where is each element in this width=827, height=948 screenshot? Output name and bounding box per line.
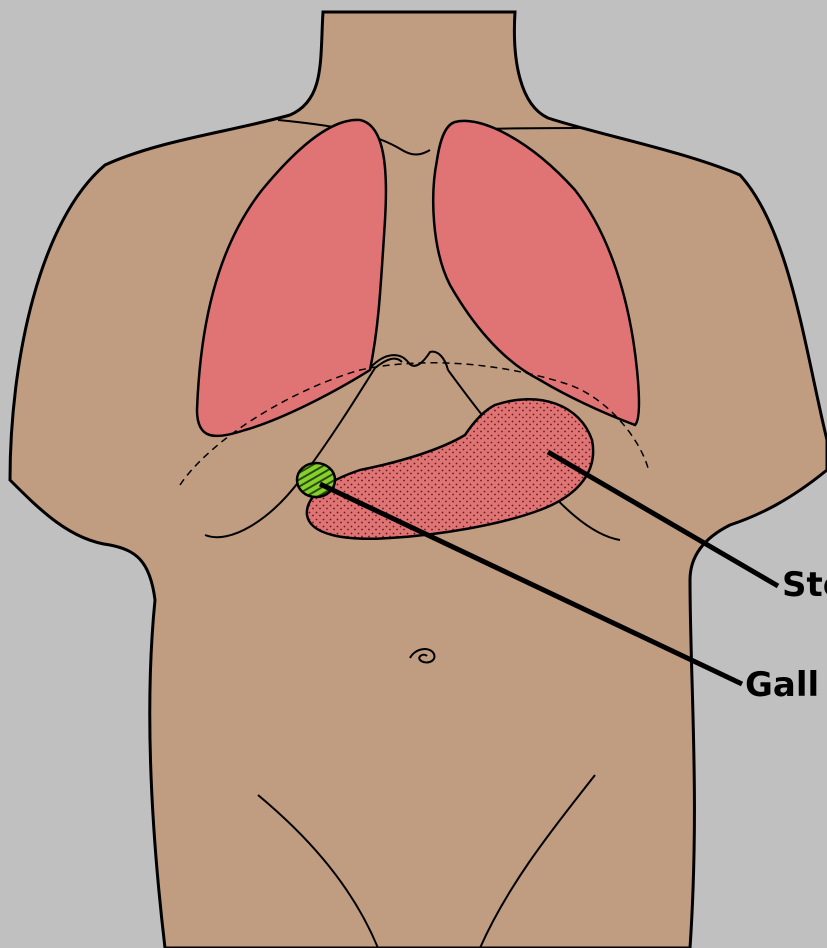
- gallbladder-label: Gall: [745, 665, 819, 705]
- gallbladder-organ: [297, 463, 335, 497]
- stomach-label: Sto: [782, 565, 827, 605]
